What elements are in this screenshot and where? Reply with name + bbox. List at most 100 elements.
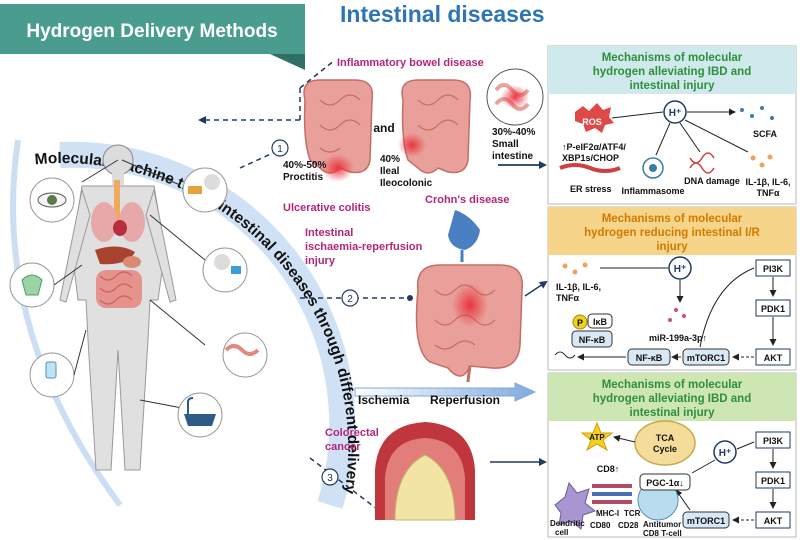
- ros-label: ROS: [582, 117, 602, 127]
- mtorc1-box-3: [682, 511, 730, 529]
- panel-2: Mechanisms of molecular hydrogen reducin…: [547, 206, 797, 371]
- h-to-inflammasome: [655, 122, 671, 156]
- left-header-banner: [0, 4, 305, 54]
- h-to-dna: [679, 122, 701, 153]
- colon1-red-spot: [322, 154, 354, 182]
- banner-fold: [270, 54, 305, 70]
- colon-iri: [415, 264, 524, 383]
- panel3-title-bg: [548, 373, 796, 421]
- drinker-head-icon: [204, 174, 220, 190]
- iri-arrow: [524, 280, 548, 297]
- colon2-red-spot: [398, 133, 426, 157]
- pi3k-label-3: PI3K: [763, 436, 784, 446]
- heart: [113, 220, 127, 236]
- mask-connector: [53, 264, 83, 286]
- er-membrane-icon: [559, 163, 621, 173]
- mhc-bar-2: [592, 492, 632, 496]
- er-markers-2: XBP1s/CHOP: [562, 153, 619, 163]
- nfkb-box-2: [627, 348, 671, 366]
- nfkb-label-1: NF-κB: [579, 335, 606, 345]
- tca-label-2: Cycle: [653, 444, 677, 454]
- iri-red-spot: [452, 283, 488, 327]
- panel-3: Mechanisms of molecular hydrogen allevia…: [547, 372, 797, 538]
- step3-number: 3: [327, 473, 333, 484]
- inhaler-device-icon: [231, 266, 241, 274]
- left-arm: [59, 188, 91, 303]
- dna-icon: [689, 152, 715, 174]
- h-to-pi3k-3: [736, 441, 755, 450]
- mtorc1-label-3: mTORC1: [687, 516, 725, 526]
- iri-rectum: [466, 365, 472, 383]
- nfkb-label-2: NF-κB: [636, 353, 663, 363]
- colon-ileal: [398, 79, 472, 174]
- ischemia-bar: [354, 382, 537, 402]
- antitumor-label-2: CD8 T-cell: [643, 529, 682, 538]
- cd28-label: CD28: [618, 521, 639, 530]
- pi3k-box-2: [755, 259, 791, 277]
- mirna-inhibits-pi3k: [699, 267, 755, 348]
- rectal-connector: [149, 299, 206, 346]
- step-markers: 1 2 3: [271, 139, 359, 486]
- atp-label: ATP: [589, 433, 605, 442]
- ischemia-arrow-shape: [354, 382, 537, 402]
- colon1-folds: [319, 94, 361, 153]
- colon-mini-icon: [224, 344, 260, 356]
- proctitis-pct: 40%-50%: [283, 160, 326, 171]
- panel1-h-plus: [663, 100, 687, 124]
- p2-cytokines-2: TNFα: [556, 293, 579, 303]
- ileal-pct: 40%: [380, 154, 400, 165]
- panel1-title-1: Mechanisms of molecular: [602, 52, 743, 64]
- mirna-dot-1: [674, 308, 678, 312]
- atp-star-icon: [580, 421, 614, 452]
- bathtub-icon: [184, 414, 216, 426]
- step1-number: 1: [277, 144, 283, 155]
- intestine-loops: [99, 271, 133, 305]
- mtorc1-label-2: mTORC1: [687, 353, 725, 363]
- dendritic-cell-icon: [554, 481, 597, 530]
- step2-circle: [341, 289, 359, 307]
- scfa-label: SCFA: [753, 129, 778, 139]
- panel1-h-plus-label: H⁺: [669, 108, 682, 119]
- ros-burst-icon: [575, 103, 614, 133]
- iri-label-2: ischaemia-reperfusion: [305, 241, 423, 253]
- human-body: [59, 144, 177, 471]
- stomach: [123, 256, 141, 268]
- cytokine-dot-2: [759, 162, 765, 168]
- cd80-label: CD80: [590, 521, 611, 530]
- cytokine-dot-3: [767, 154, 773, 160]
- esophagus: [114, 180, 120, 230]
- ibd-dashed: [299, 59, 336, 89]
- step1-dashed: [239, 151, 276, 169]
- panel3-title-2: hydrogen alleviating IBD and: [593, 393, 751, 405]
- crc-label-1: Colorectal: [325, 427, 379, 439]
- reperfusion-label: Reperfusion: [430, 393, 500, 407]
- er-stress-label: ER stress: [570, 184, 612, 194]
- er-markers-1: ↑P-eIF2α/ATF4/: [562, 142, 626, 152]
- tca-label-1: TCA: [656, 433, 675, 443]
- step2-dot: [407, 295, 413, 301]
- p2-cytokines-1: IL-1β, IL-6,: [556, 282, 601, 292]
- pgc-label: PGC-1α↓: [646, 478, 684, 488]
- arc-left-edge: [10, 139, 123, 507]
- mirna-dot-2: [682, 314, 686, 318]
- akt-label-2: AKT: [764, 353, 783, 363]
- panel2-title-2: hydrogen reducing intestinal I/R: [584, 227, 760, 239]
- p2-cytokine-dot-2: [572, 269, 578, 275]
- injection-connector: [73, 329, 87, 376]
- ikb-box: [587, 313, 613, 329]
- panel2-h-plus-label: H⁺: [674, 264, 687, 275]
- phospho-icon: [572, 314, 588, 330]
- mask-icon: [21, 274, 43, 296]
- panel3-title-3: intestinal injury: [630, 407, 716, 419]
- akt-label-3: AKT: [764, 516, 783, 526]
- iri-label-1: Intestinal: [305, 227, 353, 239]
- left-header: Hydrogen Delivery Methods: [0, 4, 305, 70]
- rectal-icon: [222, 332, 268, 378]
- faucet-icon: [187, 397, 194, 414]
- glove-icon: [448, 210, 480, 250]
- pdk1-label-3: PDK1: [761, 476, 785, 486]
- cd8-label: CD8↑: [597, 464, 620, 474]
- pdk1-box-2: [755, 299, 791, 317]
- uc-label: Ulcerative colitis: [283, 202, 370, 214]
- ikb-label: IκB: [593, 317, 608, 327]
